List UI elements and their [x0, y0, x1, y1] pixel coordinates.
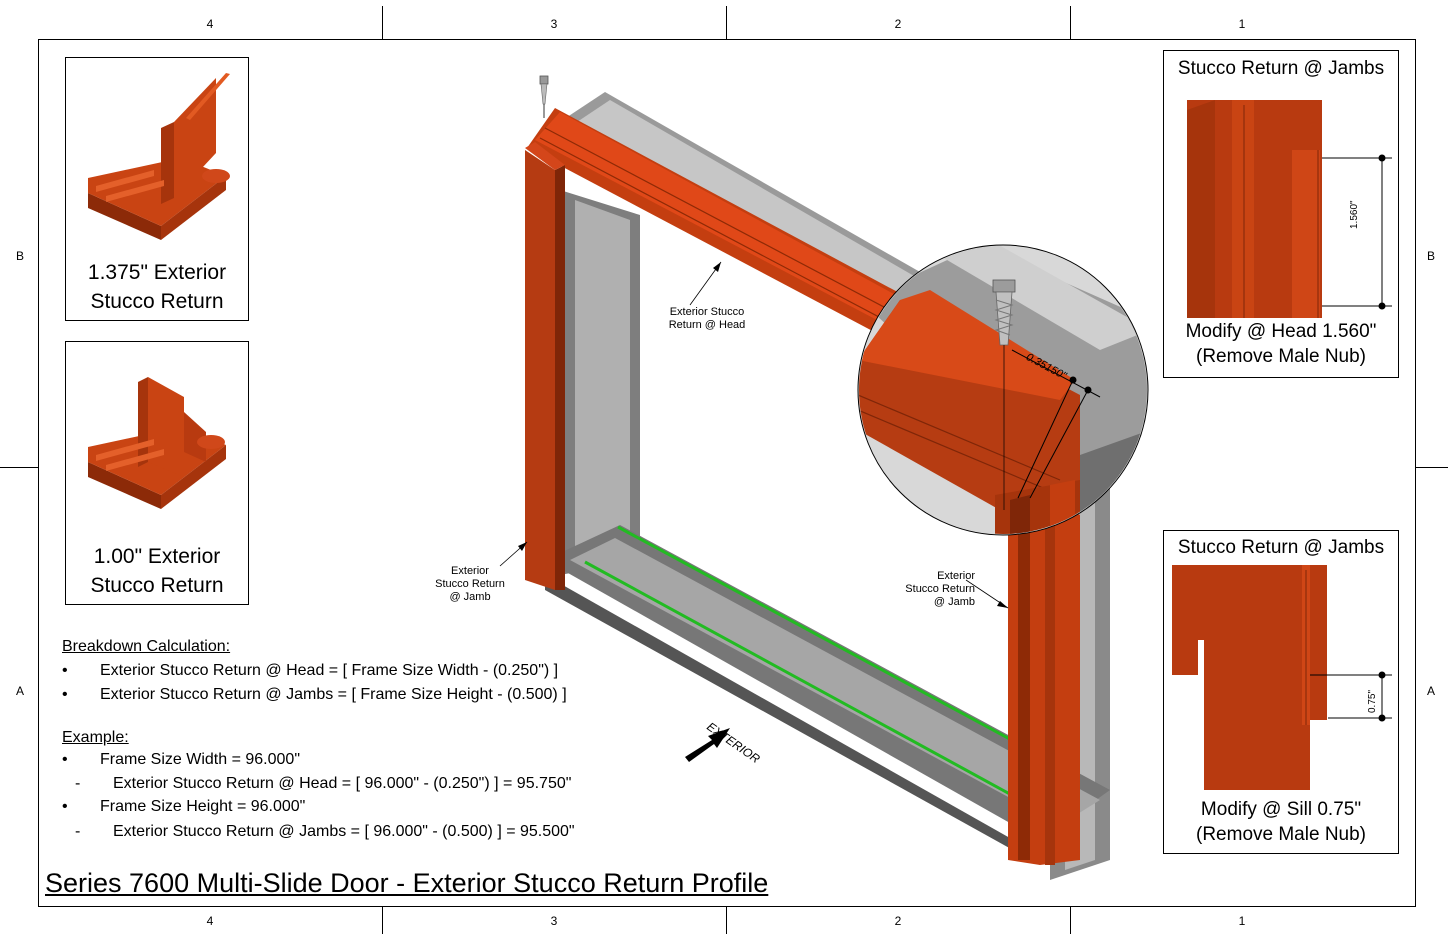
zone-right-b: B [1426, 249, 1435, 263]
calc-bullet: • [62, 686, 68, 703]
profile-1375-illustration [88, 73, 230, 240]
border-bottom [38, 906, 1416, 907]
zone-left-a: A [15, 684, 24, 698]
zone-left-b: B [15, 249, 24, 263]
detail-head-caption: Modify @ Head 1.560"(Remove Male Nub) [1185, 321, 1377, 367]
zone-tick [726, 6, 727, 39]
zone-tick [382, 6, 383, 39]
example-width: Frame Size Width = 96.000" [100, 751, 300, 768]
example-jambs-result: Exterior Stucco Return @ Jambs = [ 96.00… [113, 823, 575, 840]
zone-top-2: 2 [894, 17, 902, 31]
zone-tick [0, 467, 38, 468]
zone-tick [1070, 907, 1071, 934]
border-right [1415, 39, 1416, 907]
detail-sill-title: Stucco Return @ Jambs [1177, 537, 1385, 558]
calc-heading: Breakdown Calculation: [62, 638, 231, 655]
zone-bottom-2: 2 [894, 914, 902, 928]
zone-bottom-3: 3 [550, 914, 558, 928]
example-dash: - [75, 775, 81, 792]
zone-right-a: A [1426, 684, 1435, 698]
calc-item-jambs: Exterior Stucco Return @ Jambs = [ Frame… [100, 686, 567, 703]
calc-item-head: Exterior Stucco Return @ Head = [ Frame … [100, 662, 559, 679]
zone-tick [726, 907, 727, 934]
border-left [38, 39, 39, 907]
detail-head-dimension: 1.560" [1349, 200, 1360, 229]
zone-top-1: 1 [1238, 17, 1246, 31]
detail-box-head: Stucco Return @ Jambs 1.560" Modify @ He… [1163, 50, 1399, 378]
zone-bottom-1: 1 [1238, 914, 1246, 928]
detail-head-title: Stucco Return @ Jambs [1177, 58, 1385, 79]
zone-tick [1070, 6, 1071, 39]
zone-tick [382, 907, 383, 934]
zone-top-3: 3 [550, 17, 558, 31]
example-bullet: • [62, 751, 68, 768]
example-head-result: Exterior Stucco Return @ Head = [ 96.000… [113, 775, 572, 792]
zone-tick [1416, 467, 1448, 468]
detail-sill-caption: Modify @ Sill 0.75"(Remove Male Nub) [1196, 799, 1366, 845]
drawing-title: Series 7600 Multi-Slide Door - Exterior … [45, 868, 769, 898]
border-top [38, 39, 1416, 40]
detail-sill-dimension: 0.75" [1367, 689, 1378, 713]
calc-bullet: • [62, 662, 68, 679]
example-dash: - [75, 823, 81, 840]
example-heading: Example: [62, 729, 129, 746]
zone-bottom-4: 4 [206, 914, 214, 928]
profile-100-illustration [88, 377, 226, 509]
example-bullet: • [62, 798, 68, 815]
example-height: Frame Size Height = 96.000" [100, 798, 306, 815]
detail-box-sill: Stucco Return @ Jambs 0.75" Modify @ Sil… [1163, 530, 1399, 854]
zone-top-4: 4 [206, 17, 214, 31]
